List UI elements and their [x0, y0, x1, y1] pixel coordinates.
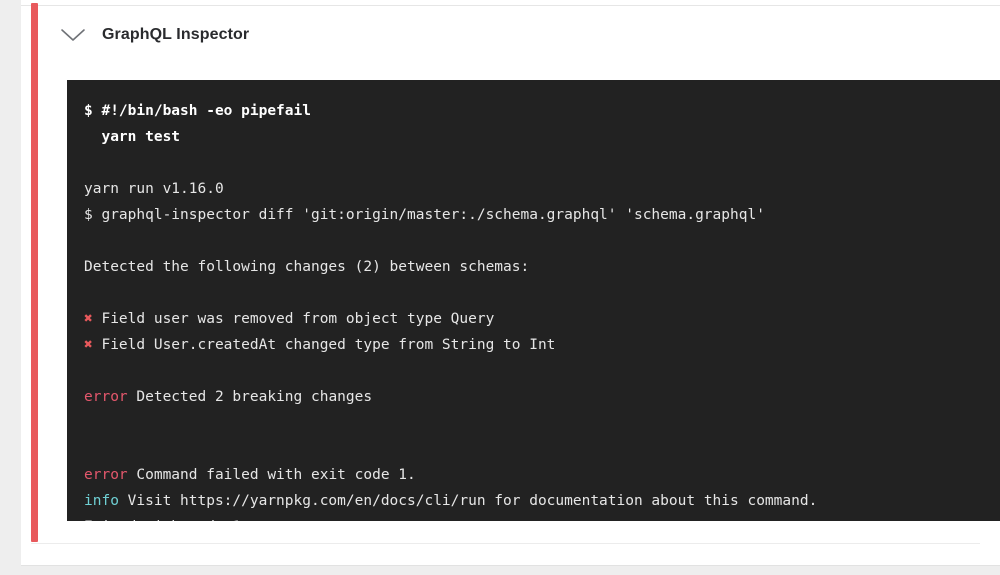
job-header[interactable]: GraphQL Inspector [58, 18, 249, 52]
job-bottom-divider [31, 543, 980, 544]
terminal-line: Exited with code 1 [84, 514, 1000, 521]
terminal-line: $ #!/bin/bash -eo pipefail [84, 98, 1000, 124]
chevron-down-icon[interactable] [58, 20, 88, 50]
terminal-text: Field User.createdAt changed type from S… [92, 337, 556, 353]
terminal-text: $ #!/bin/bash -eo pipefail [84, 103, 311, 119]
terminal-line [84, 228, 1000, 254]
terminal-log-output[interactable]: $ #!/bin/bash -eo pipefail yarn test yar… [67, 80, 1000, 521]
terminal-line [84, 436, 1000, 462]
terminal-line: $ graphql-inspector diff 'git:origin/mas… [84, 202, 1000, 228]
job-status-bar [31, 3, 38, 542]
terminal-text: ✖ [84, 337, 93, 353]
page-bottom-divider [21, 565, 1000, 566]
terminal-text: Detected 2 breaking changes [127, 389, 373, 405]
terminal-text: info [84, 493, 119, 509]
terminal-line [84, 280, 1000, 306]
terminal-text: Detected the following changes (2) betwe… [84, 259, 530, 275]
terminal-text: error [84, 467, 128, 483]
terminal-line: info Visit https://yarnpkg.com/en/docs/c… [84, 488, 1000, 514]
terminal-text: Command failed with exit code 1. [127, 467, 416, 483]
terminal-line [84, 150, 1000, 176]
terminal-line: ✖ Field User.createdAt changed type from… [84, 332, 1000, 358]
card-top-divider [21, 5, 1000, 6]
terminal-line: yarn run v1.16.0 [84, 176, 1000, 202]
terminal-text: Field user was removed from object type … [92, 311, 495, 327]
terminal-text: Exited with code 1 [84, 519, 241, 521]
job-title: GraphQL Inspector [102, 26, 250, 43]
terminal-line [84, 358, 1000, 384]
terminal-line: error Command failed with exit code 1. [84, 462, 1000, 488]
terminal-line: Detected the following changes (2) betwe… [84, 254, 1000, 280]
terminal-text: Visit https://yarnpkg.com/en/docs/cli/ru… [118, 493, 818, 509]
terminal-text: error [84, 389, 128, 405]
terminal-text: yarn test [84, 129, 181, 145]
terminal-line: ✖ Field user was removed from object typ… [84, 306, 1000, 332]
terminal-text: yarn run v1.16.0 [84, 181, 224, 197]
terminal-text: $ graphql-inspector diff 'git:origin/mas… [84, 207, 765, 223]
terminal-text: ✖ [84, 311, 93, 327]
terminal-line: error Detected 2 breaking changes [84, 384, 1000, 410]
terminal-line [84, 410, 1000, 436]
terminal-line: yarn test [84, 124, 1000, 150]
